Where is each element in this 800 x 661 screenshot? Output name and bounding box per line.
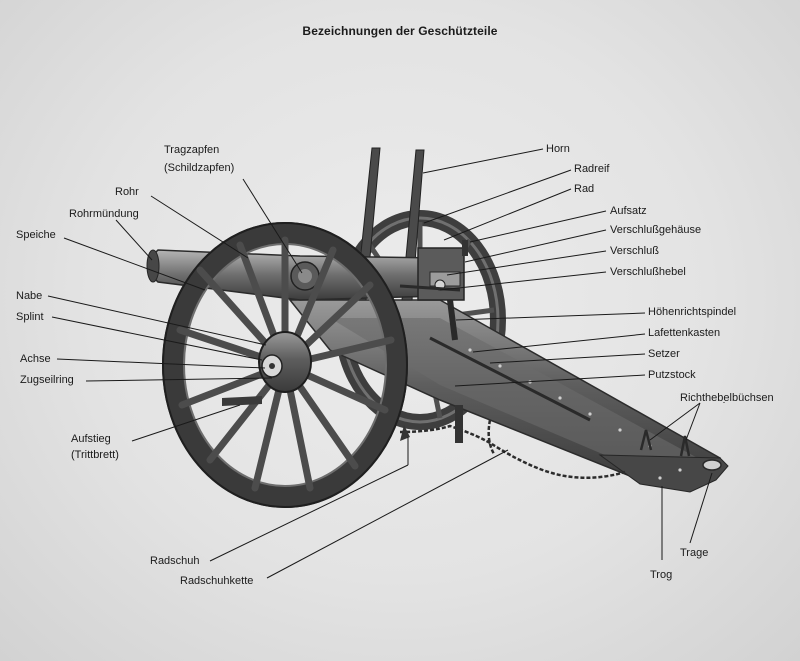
label-radschuhkette: Radschuhkette xyxy=(180,575,254,587)
leader-lines xyxy=(47,148,725,579)
label-tragzapfen-line2: (Schildzapfen) xyxy=(164,162,235,174)
label-horn: Horn xyxy=(546,143,570,155)
label-setzer: Setzer xyxy=(648,348,680,360)
label-lafettenkasten: Lafettenkasten xyxy=(648,327,721,339)
label-hoehenrichtspindel: Höhenrichtspindel xyxy=(648,306,737,318)
label-verschlussgehaeuse: Verschlußgehäuse xyxy=(610,224,702,236)
label-trog: Trog xyxy=(650,569,673,581)
label-aufstieg-line2: (Trittbrett) xyxy=(71,449,119,461)
diagram-title: Bezeichnungen der Geschützteile xyxy=(302,24,498,38)
label-nabe: Nabe xyxy=(16,290,43,302)
label-radreif: Radreif xyxy=(574,163,610,175)
label-tragzapfen: Tragzapfen (Schildzapfen) xyxy=(164,144,234,175)
label-trage: Trage xyxy=(680,547,709,559)
label-aufstieg-line1: Aufstieg xyxy=(71,433,111,445)
label-speiche: Speiche xyxy=(16,229,56,241)
label-tragzapfen-line1: Tragzapfen xyxy=(164,144,220,156)
label-rohr: Rohr xyxy=(115,186,139,198)
label-aufstieg: Aufstieg (Trittbrett) xyxy=(71,433,119,462)
label-rohrmuendung: Rohrmündung xyxy=(69,208,139,220)
label-zugseilring: Zugseilring xyxy=(20,374,74,386)
label-verschlusshebel: Verschlußhebel xyxy=(610,266,686,278)
step-plate xyxy=(222,396,262,406)
front-wheel xyxy=(162,222,408,508)
label-achse: Achse xyxy=(20,353,51,365)
label-rad: Rad xyxy=(574,183,595,195)
label-richthebelbuechsen: Richthebelbüchsen xyxy=(680,392,774,404)
label-aufsatz: Aufsatz xyxy=(610,205,647,217)
label-putzstock: Putzstock xyxy=(648,369,696,381)
label-splint: Splint xyxy=(16,311,44,323)
label-radschuh: Radschuh xyxy=(150,555,200,567)
label-verschluss: Verschluß xyxy=(610,245,659,257)
